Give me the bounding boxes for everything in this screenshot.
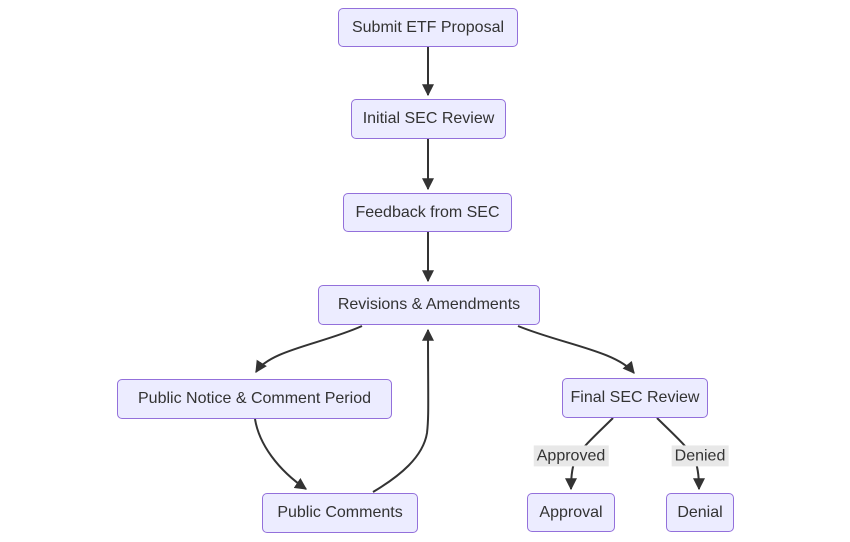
node-feedback-from-sec: Feedback from SEC bbox=[343, 193, 512, 232]
edge-label-approved: Approved bbox=[533, 445, 609, 467]
node-approval: Approval bbox=[527, 493, 615, 532]
edge-public-comments-to-revisions bbox=[372, 328, 435, 493]
node-revisions-amendments: Revisions & Amendments bbox=[318, 285, 540, 325]
node-denial: Denial bbox=[666, 493, 734, 532]
node-public-notice-comment-period: Public Notice & Comment Period bbox=[117, 379, 392, 419]
edge-label-denied: Denied bbox=[671, 445, 729, 467]
node-submit-etf-proposal: Submit ETF Proposal bbox=[338, 8, 518, 47]
edge-revisions-to-public-notice bbox=[255, 325, 363, 374]
node-public-comments: Public Comments bbox=[262, 493, 418, 533]
edge-revisions-to-final-review bbox=[517, 325, 635, 374]
edge-public-notice-to-public-comments bbox=[254, 418, 307, 490]
node-final-sec-review: Final SEC Review bbox=[562, 378, 708, 418]
node-initial-sec-review: Initial SEC Review bbox=[351, 99, 506, 139]
